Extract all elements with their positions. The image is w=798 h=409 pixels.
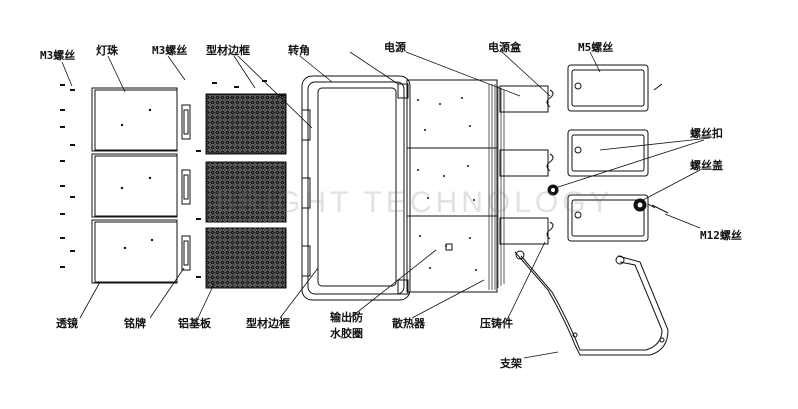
label-bracket: 支架 [500, 357, 522, 370]
label-aluminum-substrate: 铝基板 [178, 317, 211, 330]
aluminum-substrate-plates [196, 80, 287, 289]
lens-panels [91, 87, 178, 284]
heat-sink [406, 79, 505, 293]
label-power-box: 电源盒 [488, 41, 521, 54]
label-profile-frame-top: 型材边框 [206, 44, 250, 57]
label-corner: 转角 [288, 44, 310, 57]
label-crimp: 压铸件 [480, 317, 513, 330]
label-screw-buckle: 螺丝扣 [690, 127, 723, 140]
label-m3-screw-left: M3螺丝 [40, 49, 76, 62]
label-profile-frame-bottom: 型材边框 [246, 317, 290, 330]
nameplate-strips [181, 104, 191, 271]
power-supply-bars [499, 85, 554, 245]
label-m3-screw-mid: M3螺丝 [152, 44, 188, 57]
label-nameplate: 铭牌 [124, 317, 146, 330]
leader-lines [61, 51, 711, 359]
power-boxes [567, 64, 649, 242]
label-heat-sink: 散热器 [392, 317, 425, 330]
profile-frame [301, 75, 411, 301]
label-output-waterproof-ring-2: 水胶圈 [330, 327, 363, 340]
label-screw-cap: 螺丝盖 [690, 159, 723, 172]
label-m12-screw: M12螺丝 [700, 229, 742, 242]
label-lamp-bead: 灯珠 [96, 44, 118, 57]
m3-screw-row-left [60, 84, 75, 268]
label-lens: 透镜 [56, 317, 78, 330]
bracket [514, 250, 669, 356]
label-output-waterproof-ring-1: 输出防 [330, 311, 363, 324]
label-m5-screw: M5螺丝 [578, 41, 614, 54]
label-power-supply: 电源 [384, 41, 406, 54]
watermark: BRIGHT TECHNOLOGY [215, 186, 614, 219]
